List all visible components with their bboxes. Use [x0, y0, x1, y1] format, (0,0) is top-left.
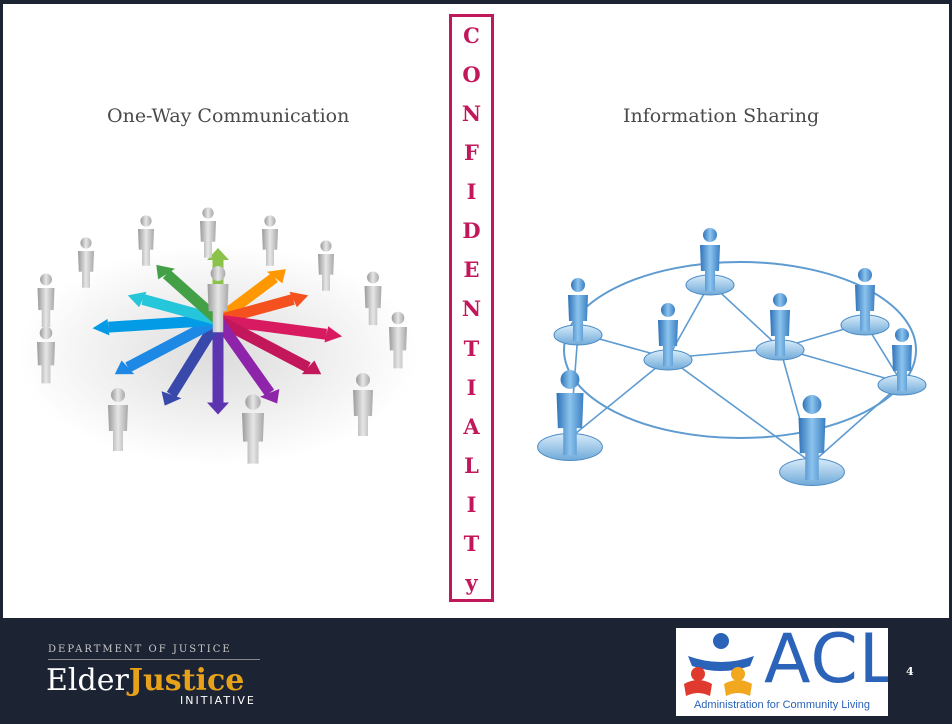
- vertical-letter: N: [461, 101, 482, 127]
- arrow-shaft: [162, 269, 222, 325]
- arrow-head: [266, 269, 286, 284]
- arrow-head: [114, 360, 135, 375]
- network-link: [569, 357, 669, 439]
- vertical-letter: A: [463, 413, 480, 439]
- left-border: [0, 0, 3, 618]
- arrow-shaft: [125, 315, 221, 373]
- arrow-head: [289, 291, 309, 308]
- blue-person-icon: [700, 228, 720, 291]
- arrow-head: [207, 402, 229, 415]
- vertical-letter: D: [462, 218, 481, 244]
- vertical-letter: E: [463, 257, 480, 283]
- vertical-letter: T: [463, 530, 480, 556]
- blue-person-icon: [568, 278, 588, 341]
- vertical-letter: I: [466, 374, 477, 400]
- arrow-head: [127, 291, 147, 308]
- arrow-shaft: [215, 315, 311, 373]
- page-number: 4: [906, 665, 914, 678]
- brand-justice: Justice: [128, 663, 245, 698]
- arrow-head: [301, 360, 322, 375]
- information-sharing-illustration: [537, 228, 927, 486]
- blue-person-icon: [770, 293, 790, 356]
- grey-person-icon: [138, 215, 154, 266]
- grey-person-icon: [262, 215, 278, 266]
- blue-person-icon: [892, 328, 912, 391]
- grey-person-icon: [242, 394, 264, 464]
- vertical-letter: T: [463, 335, 480, 361]
- acl-people-icon: [684, 633, 754, 696]
- vertical-letter: I: [466, 491, 477, 517]
- one-way-communication-illustration: [18, 207, 418, 465]
- vertical-letter: C: [463, 23, 480, 48]
- arrow-shaft: [166, 317, 223, 398]
- grey-person-icon: [200, 207, 216, 258]
- vertical-letter: L: [464, 452, 479, 478]
- grey-person-icon: [353, 373, 373, 436]
- vertical-letter: I: [466, 179, 477, 205]
- vertical-letter: F: [464, 140, 479, 166]
- arrow-head: [324, 326, 343, 343]
- right-border: [949, 0, 952, 618]
- arrow-shaft: [213, 316, 275, 397]
- department-rule: [48, 659, 260, 660]
- radiating-arrows: [92, 248, 343, 415]
- arrow-head: [92, 318, 110, 336]
- grey-person-icon: [37, 273, 55, 328]
- grey-people-ring: [37, 207, 407, 464]
- grey-person-icon: [318, 240, 334, 291]
- blue-person-icon: [556, 370, 584, 456]
- acl-letters: ACL: [764, 628, 888, 699]
- arrow-shaft: [141, 294, 220, 326]
- left-heading: One-Way Communication: [107, 105, 350, 127]
- top-rule: [0, 0, 952, 4]
- elder-justice-logo: ElderJustice: [46, 663, 244, 698]
- right-heading: Information Sharing: [623, 105, 820, 127]
- arrow-head: [207, 248, 229, 260]
- arrow-head: [156, 264, 176, 280]
- blue-person-icon: [658, 303, 678, 366]
- blue-person-icon: [855, 268, 875, 331]
- grey-person-icon: [364, 271, 382, 326]
- network-links: [569, 282, 903, 464]
- brand-initiative: INITIATIVE: [180, 694, 256, 707]
- center-person-icon: [207, 266, 229, 333]
- department-label: DEPARTMENT OF JUSTICE: [48, 644, 232, 655]
- network-link: [811, 382, 903, 464]
- vertical-letter: O: [462, 62, 481, 88]
- arrow-shaft: [217, 314, 328, 340]
- grey-person-icon: [389, 311, 407, 369]
- acl-tagline: Administration for Community Living: [693, 699, 871, 711]
- arrow-head: [259, 388, 280, 404]
- arrow-head: [161, 391, 182, 406]
- network-people: [537, 228, 927, 486]
- arrow-shaft: [108, 314, 219, 333]
- network-link: [667, 357, 813, 464]
- brand-elder: Elder: [46, 663, 129, 698]
- blue-person-icon: [798, 395, 826, 481]
- grey-person-icon: [108, 388, 128, 451]
- vertical-letter: N: [461, 296, 482, 322]
- grey-person-icon: [78, 237, 94, 288]
- acl-logo: ACL Administration for Community Living: [676, 628, 888, 716]
- vertical-letter: y: [465, 569, 478, 595]
- grey-person-icon: [37, 326, 55, 384]
